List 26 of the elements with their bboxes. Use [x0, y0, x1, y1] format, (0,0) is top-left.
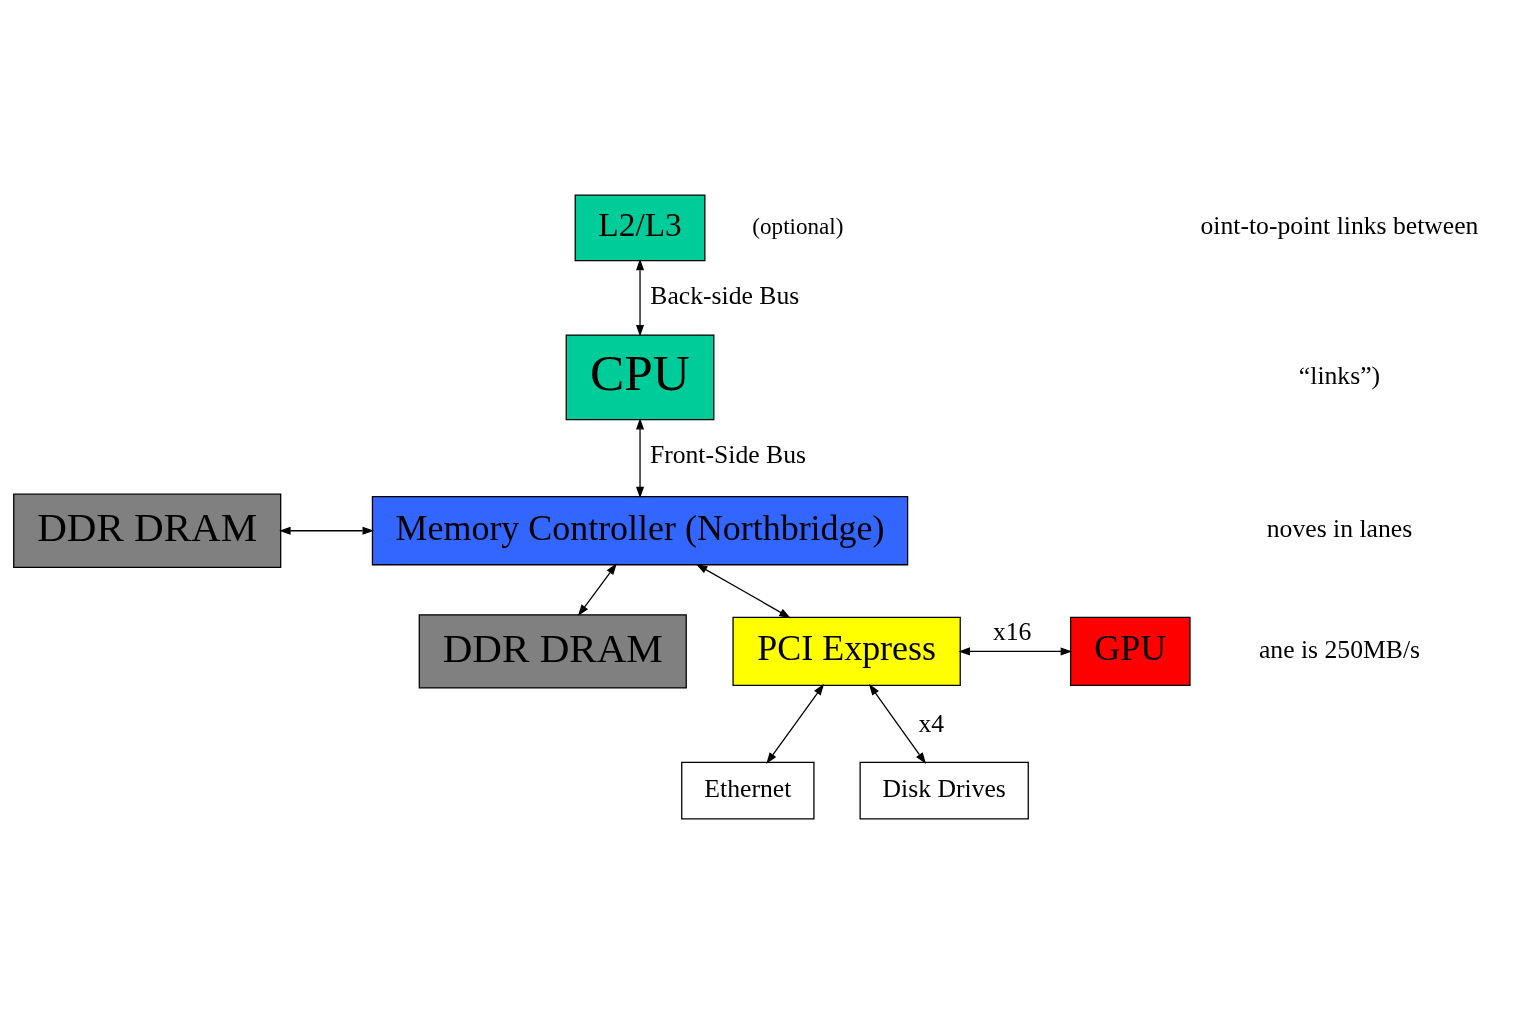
- node-box: Disk Drives: [859, 761, 1029, 819]
- node-box: PCI Express: [732, 616, 961, 686]
- edge-label: Back-side Bus: [650, 280, 800, 310]
- arrow: [279, 526, 375, 535]
- node-box: L2/L3: [574, 194, 706, 261]
- node-box: GPU: [1069, 616, 1191, 686]
- edge-label: x16: [992, 616, 1032, 646]
- label: “links”): [1298, 360, 1381, 390]
- node-label: (optional): [752, 212, 844, 239]
- node-box: DDR DRAM: [13, 493, 282, 568]
- node-box: CPU: [565, 333, 715, 420]
- arrow: [636, 258, 645, 336]
- arrow: [958, 646, 1073, 655]
- node-box: DDR DRAM: [418, 613, 687, 689]
- node-box: Memory Controller (Northbridge): [371, 495, 909, 565]
- arrow: [695, 563, 791, 618]
- edge-label: x4: [918, 708, 945, 738]
- edge-label: Front-Side Bus: [649, 439, 806, 469]
- label: noves in lanes: [1266, 513, 1413, 543]
- label: ane is 250MB/s: [1258, 634, 1421, 664]
- node-box: Ethernet: [681, 761, 815, 819]
- arrow: [766, 683, 825, 764]
- arrow: [868, 683, 927, 764]
- label: oint-to-point links between: [1200, 210, 1479, 240]
- arrow: [577, 562, 617, 616]
- arrow: [636, 417, 645, 498]
